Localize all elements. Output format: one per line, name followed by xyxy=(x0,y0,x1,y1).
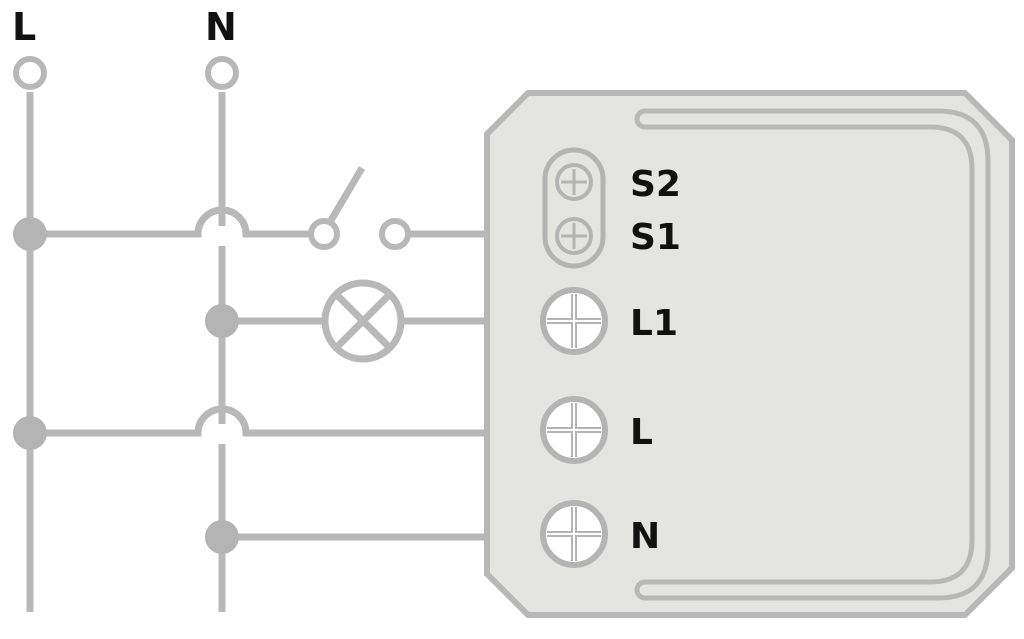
line-supply-circuit xyxy=(13,405,487,450)
lamp-circuit xyxy=(205,279,487,363)
module-rail-outer xyxy=(645,108,991,601)
switch-feed-wire xyxy=(30,206,310,238)
terminal-n xyxy=(540,500,608,568)
junction-node xyxy=(205,520,239,554)
junction-node xyxy=(13,416,47,450)
switch-circuit xyxy=(13,166,487,251)
terminal-label-s2: S2 xyxy=(630,164,681,205)
switch-contact-right xyxy=(379,218,411,250)
relay-module xyxy=(484,90,1015,618)
switch-icon xyxy=(326,166,366,224)
module-rail-end-top xyxy=(634,108,646,130)
module-housing xyxy=(484,90,1015,618)
switch-contact-left xyxy=(308,218,340,250)
module-rail-inner xyxy=(645,124,975,585)
terminal-l1 xyxy=(540,287,608,355)
neutral-supply-circuit xyxy=(205,520,487,554)
terminal-label-l1: L1 xyxy=(630,303,678,344)
module-rail-end-bottom xyxy=(634,579,646,601)
junction-node xyxy=(205,304,239,338)
line-supply-wire xyxy=(30,405,487,437)
neutral-bus-label: N xyxy=(205,5,237,49)
terminal-label-s1: S1 xyxy=(630,217,681,258)
neutral-terminal-ring xyxy=(205,56,239,90)
line-bus-label: L xyxy=(12,5,36,49)
lamp-cross-b xyxy=(333,291,393,351)
bus-lines xyxy=(13,56,239,612)
s1-s2-terminal-block xyxy=(542,147,606,269)
terminal-label-n: N xyxy=(630,516,660,557)
line-terminal-ring xyxy=(13,56,47,90)
terminal-l xyxy=(540,396,608,464)
junction-node xyxy=(13,217,47,251)
terminal-label-l: L xyxy=(630,412,653,453)
